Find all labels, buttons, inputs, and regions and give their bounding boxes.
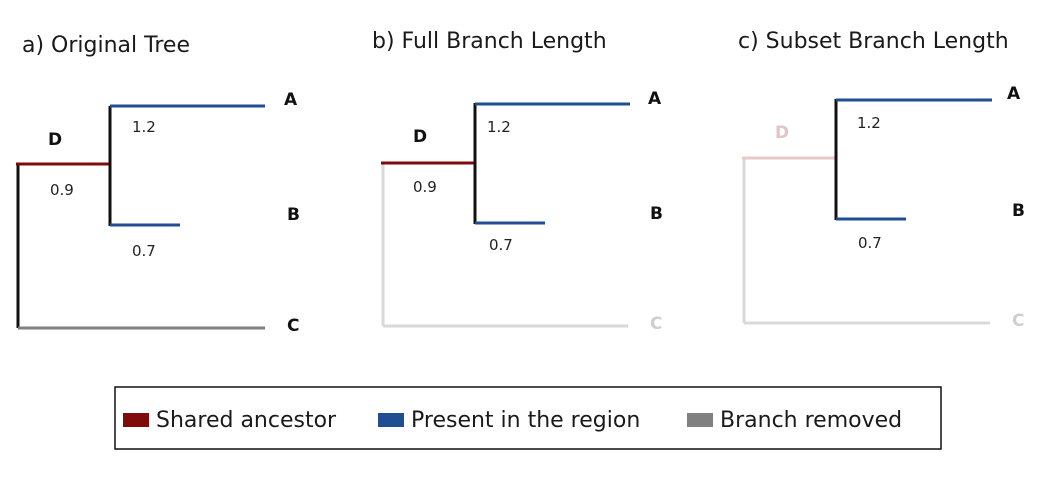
panel-full-branch-length: b) Full Branch Length D 0.9 1.2 0.7 A B … xyxy=(372,29,663,334)
panel-subset-branch-length: c) Subset Branch Length D 1.2 0.7 A B C xyxy=(738,29,1025,331)
leaf-a-label: A xyxy=(284,90,298,110)
legend-label-shared-ancestor: Shared ancestor xyxy=(156,408,337,433)
node-d-label: D xyxy=(48,130,62,150)
branch-d-length: 0.9 xyxy=(50,181,74,199)
branch-b-length: 0.7 xyxy=(858,234,882,252)
leaf-c-label: C xyxy=(1012,311,1024,331)
panel-b-title: b) Full Branch Length xyxy=(372,29,607,54)
leaf-b-label: B xyxy=(287,205,300,225)
node-d-label: D xyxy=(413,127,427,147)
leaf-b-label: B xyxy=(650,204,663,224)
leaf-b-label: B xyxy=(1012,201,1025,221)
leaf-a-label: A xyxy=(1007,84,1021,104)
legend-label-branch-removed: Branch removed xyxy=(720,408,902,433)
panel-a-title: a) Original Tree xyxy=(22,33,190,58)
legend: Shared ancestor Present in the region Br… xyxy=(114,386,942,450)
node-d-label: D xyxy=(775,123,789,143)
leaf-a-label: A xyxy=(648,89,662,109)
legend-swatch-present-in-region xyxy=(378,413,404,427)
branch-a-length: 1.2 xyxy=(132,118,156,136)
branch-b-length: 0.7 xyxy=(489,236,513,254)
legend-label-present-in-region: Present in the region xyxy=(411,408,640,433)
branch-a-length: 1.2 xyxy=(487,118,511,136)
leaf-c-label: C xyxy=(650,314,662,334)
branch-b-length: 0.7 xyxy=(132,242,156,260)
branch-a-length: 1.2 xyxy=(857,114,881,132)
panel-c-title: c) Subset Branch Length xyxy=(738,29,1009,54)
legend-swatch-branch-removed xyxy=(687,413,713,427)
leaf-c-label: C xyxy=(287,316,299,336)
branch-d-length: 0.9 xyxy=(413,178,437,196)
legend-box xyxy=(114,386,942,450)
panel-original-tree: a) Original Tree D 0.9 1.2 0.7 A B C xyxy=(16,33,300,336)
legend-swatch-shared-ancestor xyxy=(123,413,149,427)
